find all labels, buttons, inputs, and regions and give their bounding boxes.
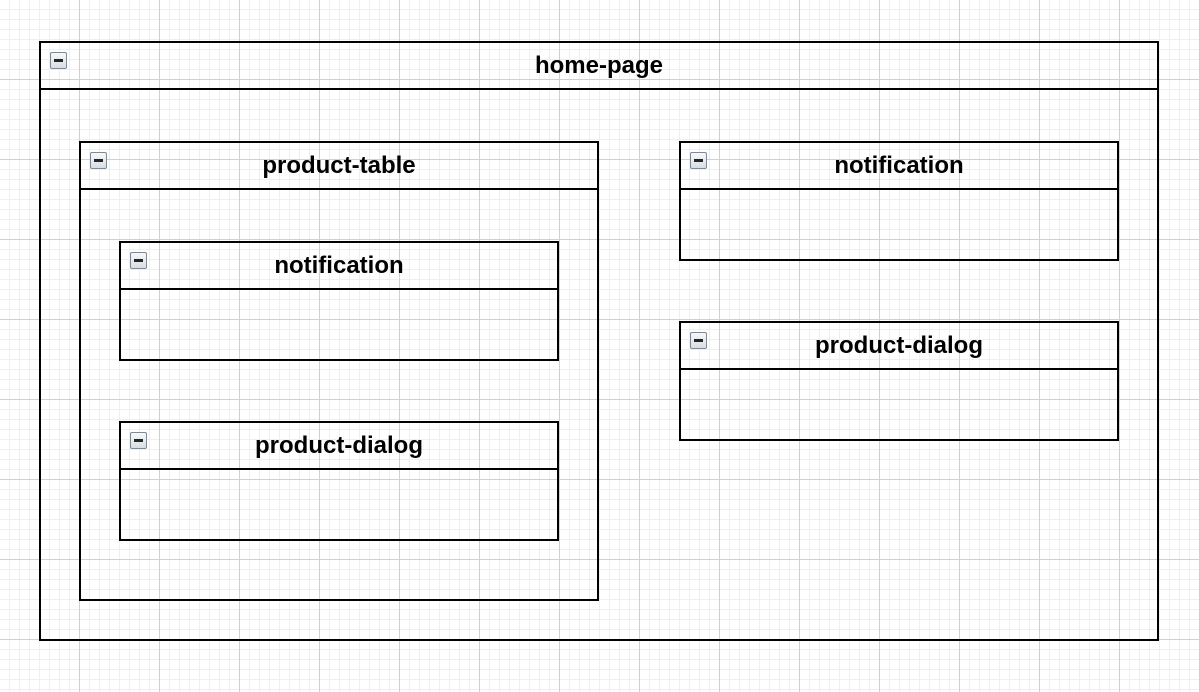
product-table-notification-header[interactable]: notification [121, 243, 557, 290]
home-page-header[interactable]: home-page [41, 43, 1157, 90]
product-table-title: product-table [262, 151, 416, 179]
collapse-icon[interactable] [90, 152, 107, 169]
collapse-icon[interactable] [690, 152, 707, 169]
collapse-icon[interactable] [50, 52, 67, 69]
product-table-product-dialog-container[interactable]: product-dialog [119, 421, 559, 541]
product-table-product-dialog-header[interactable]: product-dialog [121, 423, 557, 470]
collapse-icon[interactable] [130, 252, 147, 269]
product-table-container[interactable]: product-table [79, 141, 599, 601]
product-table-product-dialog-title: product-dialog [255, 431, 423, 459]
home-page-notification-header[interactable]: notification [681, 143, 1117, 190]
home-page-container[interactable]: home-page [39, 41, 1159, 641]
home-page-notification-title: notification [834, 151, 964, 179]
product-table-notification-container[interactable]: notification [119, 241, 559, 361]
home-page-notification-container[interactable]: notification [679, 141, 1119, 261]
home-page-product-dialog-title: product-dialog [815, 331, 983, 359]
collapse-icon[interactable] [690, 332, 707, 349]
home-page-product-dialog-header[interactable]: product-dialog [681, 323, 1117, 370]
home-page-product-dialog-container[interactable]: product-dialog [679, 321, 1119, 441]
product-table-notification-title: notification [274, 251, 404, 279]
collapse-icon[interactable] [130, 432, 147, 449]
home-page-title: home-page [534, 51, 663, 79]
product-table-header[interactable]: product-table [81, 143, 597, 190]
